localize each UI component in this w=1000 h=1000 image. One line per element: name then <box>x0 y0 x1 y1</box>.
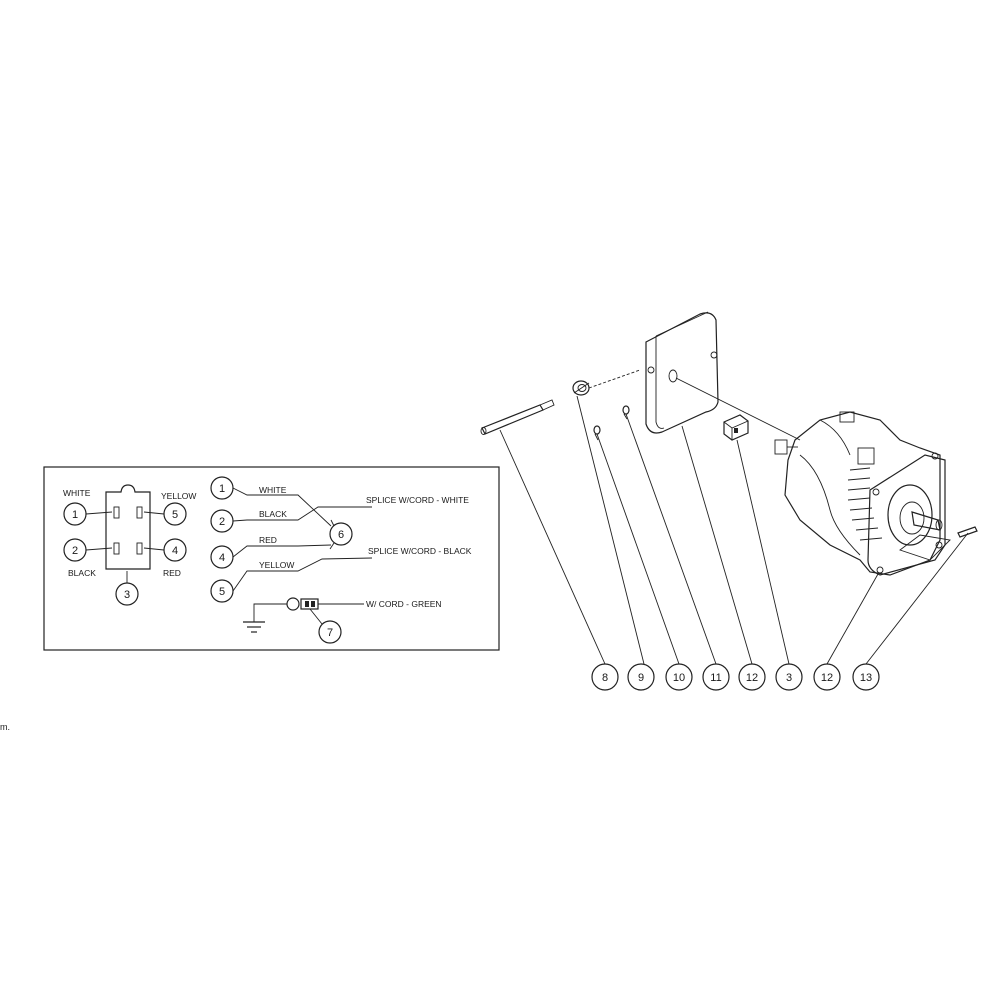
svg-text:11: 11 <box>710 672 721 684</box>
callout-12b: 12 <box>813 663 841 691</box>
callout-3: 3 <box>775 663 803 691</box>
callout-12a: 12 <box>738 663 766 691</box>
connector-label-white: WHITE <box>63 488 91 498</box>
pin-callout-2: 2 <box>63 538 113 562</box>
wiring-legend-box <box>43 466 500 651</box>
connector-block <box>723 414 749 441</box>
ground-symbol <box>243 603 287 633</box>
wire-callout-5: 5 <box>210 557 373 603</box>
wire-label-white: WHITE <box>259 485 287 495</box>
svg-text:2: 2 <box>72 545 78 557</box>
wire-callout-1: 1 <box>210 476 332 527</box>
screw-part-11 <box>622 405 630 420</box>
svg-text:3: 3 <box>124 589 130 601</box>
callout-11: 11 <box>702 663 730 691</box>
svg-text:12: 12 <box>746 672 758 684</box>
svg-text:12: 12 <box>821 672 833 684</box>
ground-label: W/ CORD - GREEN <box>366 599 442 609</box>
svg-text:1: 1 <box>72 509 78 521</box>
cropped-text-fragment: m. <box>0 722 10 732</box>
svg-text:2: 2 <box>219 516 225 528</box>
ring-terminal <box>286 597 364 611</box>
splice-label-black: SPLICE W/CORD - BLACK <box>368 546 472 556</box>
callout-8: 8 <box>591 663 619 691</box>
grommet-part <box>572 380 590 396</box>
pin-callout-1: 1 <box>63 502 113 526</box>
shaft-key-part <box>957 526 978 538</box>
connector-plug <box>105 484 151 570</box>
svg-text:4: 4 <box>219 552 225 564</box>
connector-label-yellow: YELLOW <box>161 491 196 501</box>
svg-text:5: 5 <box>219 586 225 598</box>
cover-housing <box>588 311 801 441</box>
connector-label-black: BLACK <box>68 568 96 578</box>
connector-label-red: RED <box>163 568 181 578</box>
wire-label-red: RED <box>259 535 277 545</box>
svg-text:10: 10 <box>673 672 685 684</box>
screw-part-10 <box>593 425 601 441</box>
ground-callout-7: 7 <box>309 608 342 644</box>
wire-label-yellow: YELLOW <box>259 560 294 570</box>
wire-label-black: BLACK <box>259 509 287 519</box>
svg-text:9: 9 <box>638 672 644 684</box>
splice-callout-6: 6 <box>329 519 353 550</box>
rod-part <box>480 399 555 435</box>
callout-13: 13 <box>852 663 880 691</box>
callout-9: 9 <box>627 663 655 691</box>
callout-10: 10 <box>665 663 693 691</box>
svg-text:1: 1 <box>219 483 225 495</box>
pin-callout-4: 4 <box>143 538 187 562</box>
svg-text:5: 5 <box>172 509 178 521</box>
splice-label-white: SPLICE W/CORD - WHITE <box>366 495 469 505</box>
pin-callout-3: 3 <box>115 571 139 606</box>
motor-assembly <box>774 411 951 576</box>
pin-callout-5: 5 <box>143 502 187 526</box>
wire-callout-4: 4 <box>210 544 332 569</box>
svg-text:3: 3 <box>786 672 792 684</box>
leader-lines <box>499 395 969 665</box>
svg-text:6: 6 <box>338 529 344 541</box>
wire-callout-2: 2 <box>210 506 372 533</box>
svg-text:4: 4 <box>172 545 178 557</box>
svg-text:13: 13 <box>860 672 872 684</box>
svg-text:8: 8 <box>602 672 608 684</box>
svg-text:7: 7 <box>327 627 333 639</box>
